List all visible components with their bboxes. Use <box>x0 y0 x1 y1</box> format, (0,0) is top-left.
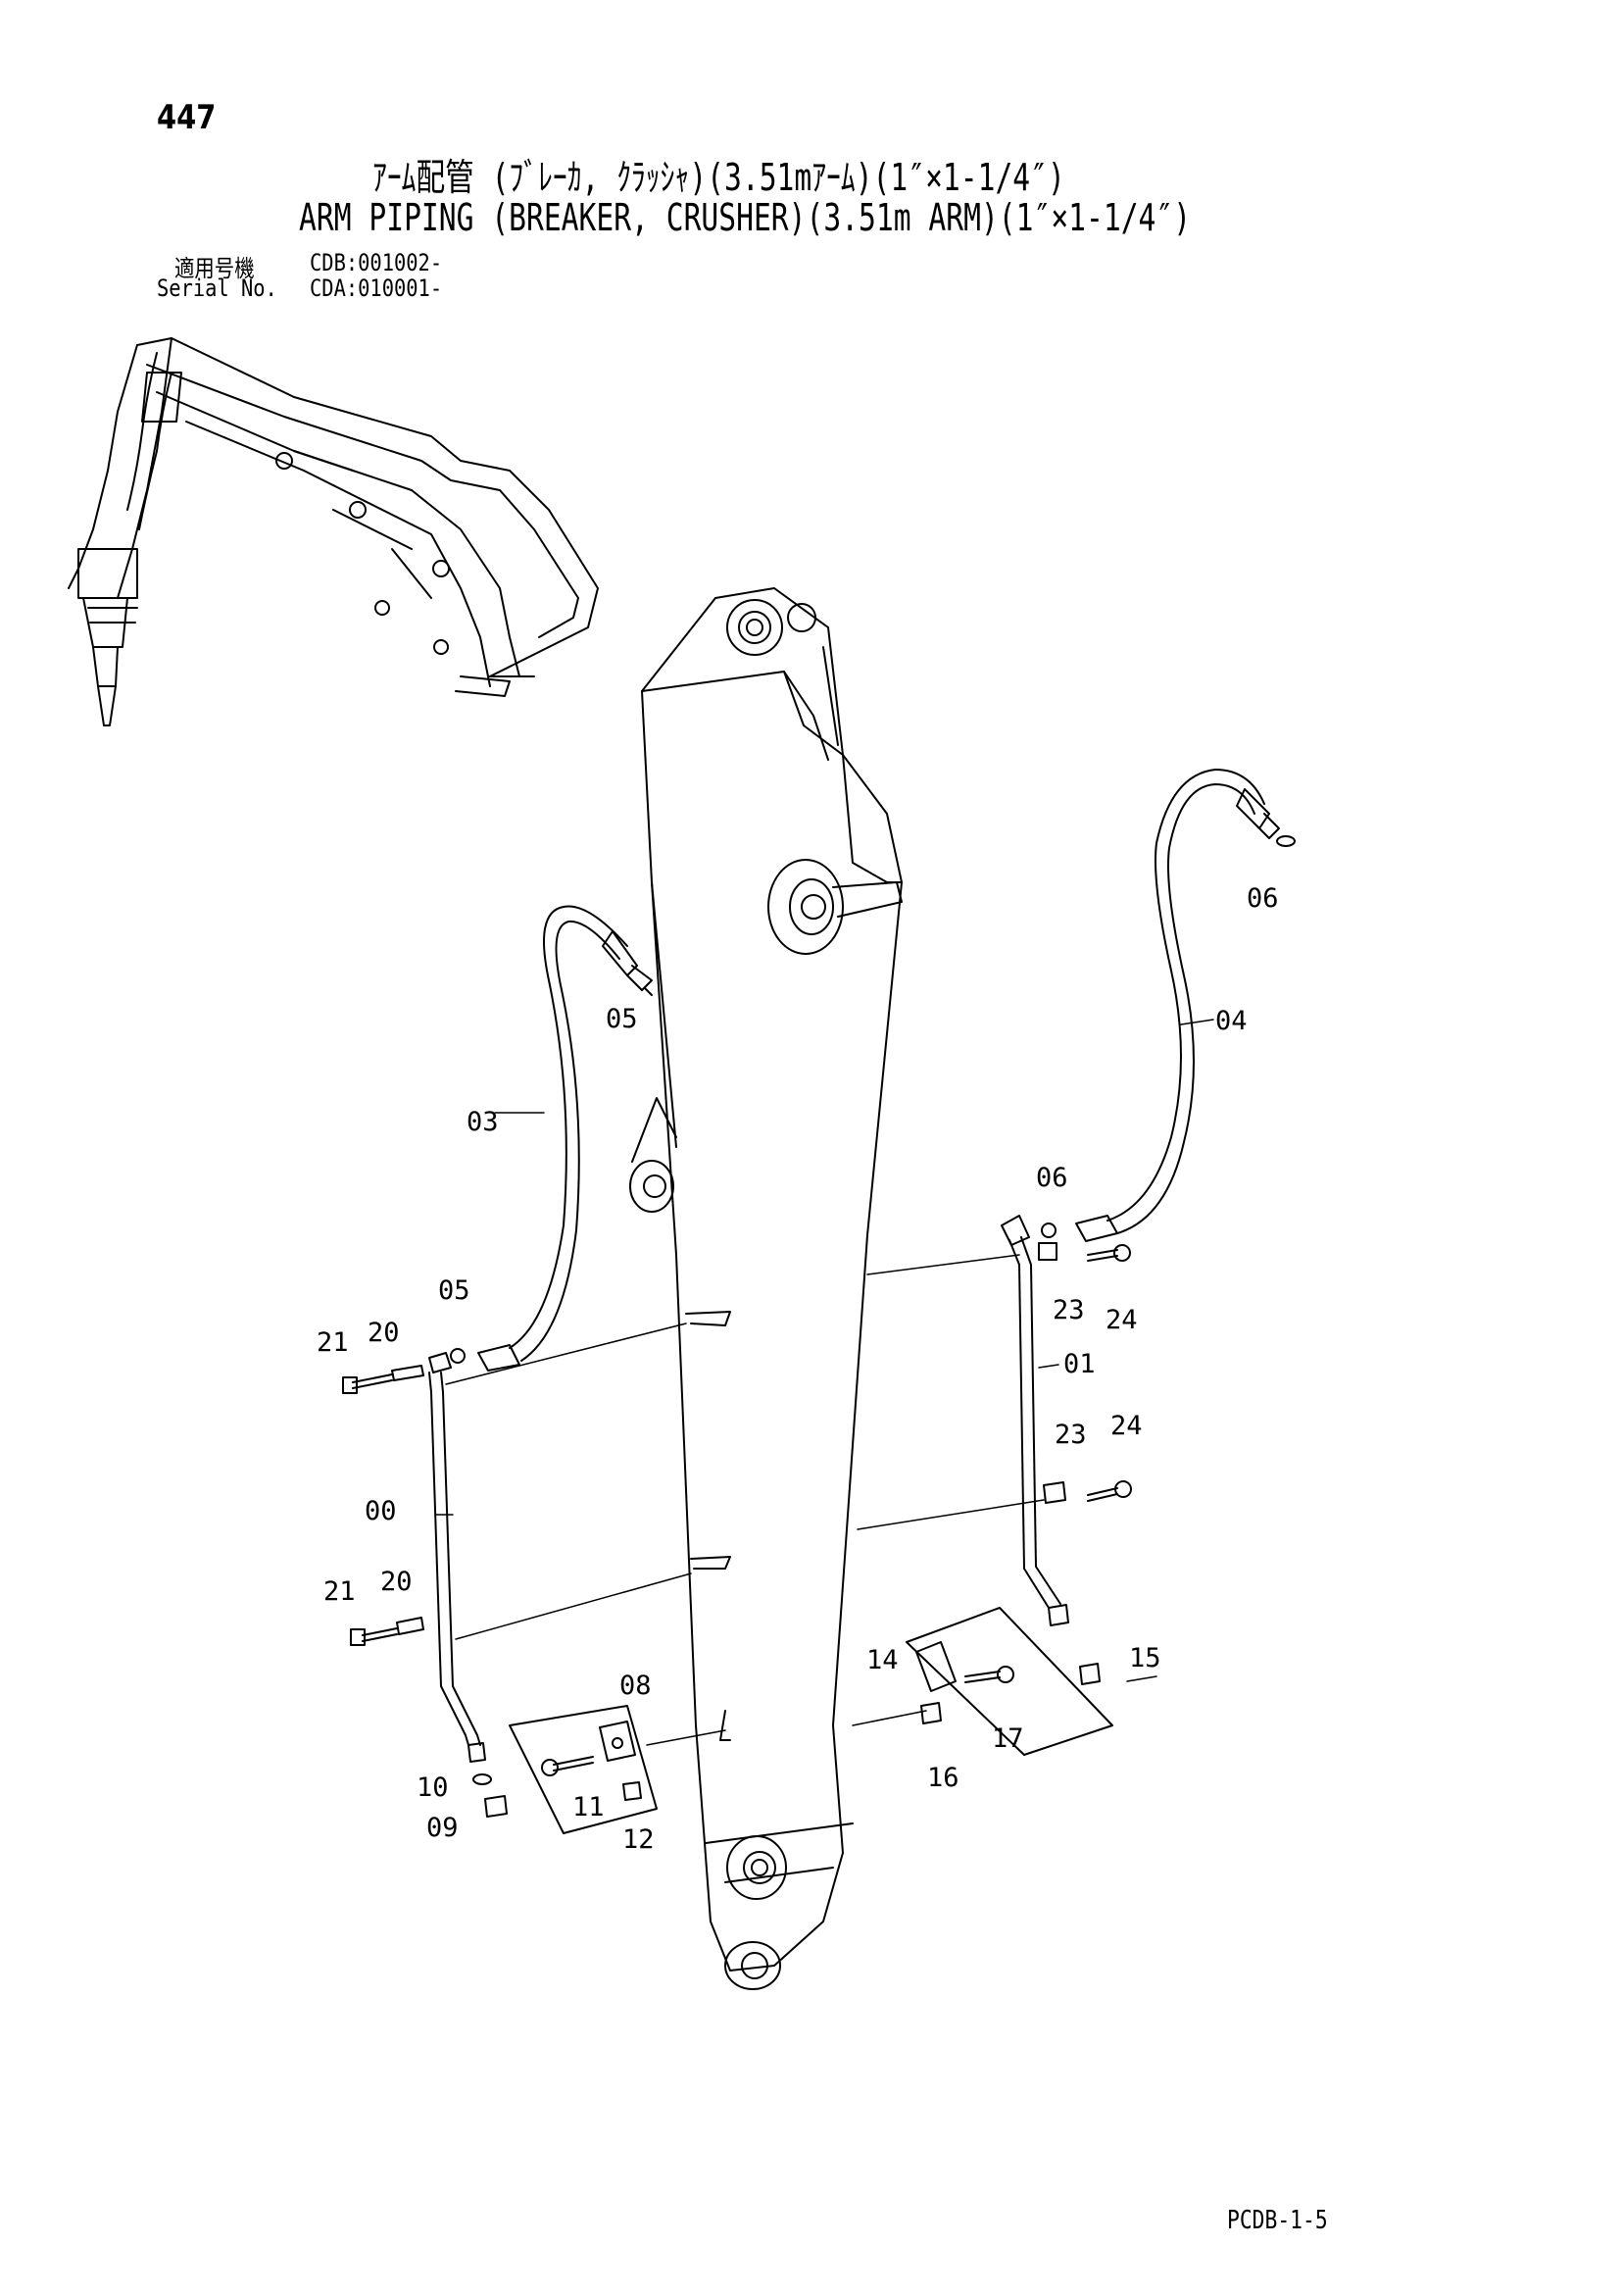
part-label-05-upper: 05 <box>606 1004 638 1034</box>
part-label-20-lower: 20 <box>380 1567 413 1597</box>
part-label-21-lower: 21 <box>323 1576 356 1607</box>
front-attachment-inset-illustration <box>68 337 599 726</box>
part-label-10: 10 <box>417 1772 449 1803</box>
part-label-21-upper: 21 <box>317 1327 349 1358</box>
part-labels: 00 01 03 04 05 05 06 06 08 09 10 11 12 1… <box>317 883 1279 1855</box>
part-label-09: 09 <box>426 1813 459 1843</box>
part-label-17: 17 <box>992 1723 1024 1754</box>
part-label-06-upper: 06 <box>1247 883 1279 914</box>
page-number: 447 <box>157 98 217 137</box>
right-pipe-hose-assembly <box>1001 769 1296 1685</box>
title-japanese: ｱｰﾑ配管 (ﾌﾞﾚｰｶ, ｸﾗｯｼｬ)(3.51mｱｰﾑ)(1″×1-1/4″… <box>372 156 1065 199</box>
part-label-00: 00 <box>365 1496 397 1526</box>
part-label-11: 11 <box>572 1792 605 1822</box>
clamp-group-left <box>509 1705 658 1834</box>
part-label-23-upper: 23 <box>1053 1295 1085 1325</box>
part-label-20-upper: 20 <box>368 1318 400 1348</box>
document-code: PCDB-1-5 <box>1227 2206 1328 2235</box>
part-label-06-lower: 06 <box>1036 1163 1068 1193</box>
part-label-15: 15 <box>1129 1643 1161 1673</box>
serial-number-label: Serial No. <box>157 275 277 302</box>
applicable-machine-label: 適用号機 <box>174 255 255 282</box>
leader-lines <box>435 1019 1214 1746</box>
part-label-16: 16 <box>927 1763 959 1793</box>
applicable-machine-value: CDB:001002- <box>310 249 443 276</box>
part-label-24-lower: 24 <box>1110 1411 1143 1441</box>
part-label-05-lower: 05 <box>438 1275 470 1306</box>
part-label-12: 12 <box>622 1824 655 1855</box>
part-label-24-upper: 24 <box>1106 1305 1138 1335</box>
left-pipe-hose-assembly <box>342 905 653 1818</box>
arm-structure-illustration <box>629 587 903 1990</box>
part-label-23-lower: 23 <box>1055 1420 1087 1450</box>
part-label-03: 03 <box>467 1107 499 1137</box>
clamp-group-right <box>906 1607 1113 1756</box>
title-english: ARM PIPING (BREAKER, CRUSHER)(3.51m ARM)… <box>299 196 1192 239</box>
part-label-14: 14 <box>866 1645 899 1675</box>
part-label-01: 01 <box>1063 1349 1096 1379</box>
part-label-08: 08 <box>619 1671 652 1701</box>
part-label-04: 04 <box>1215 1006 1248 1036</box>
serial-number-value: CDA:010001- <box>310 275 443 302</box>
